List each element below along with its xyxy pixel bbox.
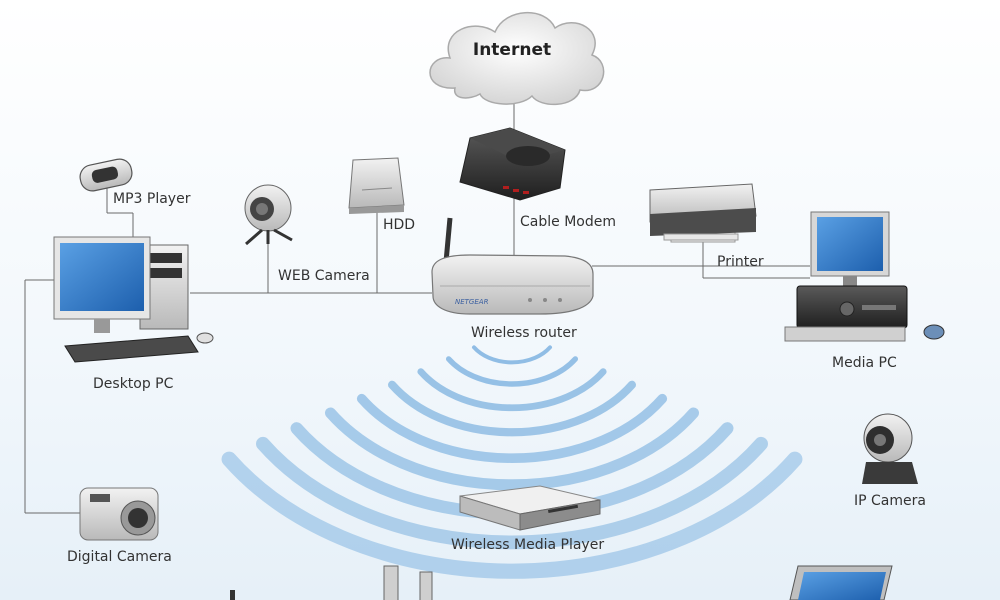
ip-camera-icon <box>862 413 918 484</box>
web-camera-label: WEB Camera <box>278 268 370 284</box>
media-pc-label: Media PC <box>832 355 897 371</box>
wave-arc <box>445 356 579 387</box>
media-pc-icon <box>784 211 945 342</box>
wireless-media-player-icon <box>459 485 601 531</box>
connection-lines <box>24 98 810 514</box>
desktop-pc-label: Desktop PC <box>93 376 174 392</box>
wireless-media-player-label: Wireless Media Player <box>451 537 605 553</box>
wave-arc <box>417 368 607 412</box>
wave-arc <box>256 436 768 550</box>
printer-icon <box>649 183 757 243</box>
wave-arc <box>388 380 636 437</box>
bottom-partial-devices <box>230 565 893 600</box>
desktop-pc-icon <box>53 236 214 363</box>
hdd-label: HDD <box>383 217 416 233</box>
web-camera-icon <box>244 184 293 246</box>
cable-modem-icon <box>459 127 566 201</box>
wave-arc <box>324 407 700 491</box>
mp3-player-label: MP3 Player <box>113 191 191 207</box>
wave-arc <box>221 451 803 579</box>
wave-arc <box>356 393 668 463</box>
digital-camera-icon <box>79 487 159 541</box>
ip-camera-label: IP Camera <box>854 493 926 509</box>
wireless-router-label: Wireless router <box>471 325 577 341</box>
cable-modem-label: Cable Modem <box>520 214 616 230</box>
printer-label: Printer <box>717 254 764 270</box>
digital-camera-label: Digital Camera <box>67 549 172 565</box>
router-brand-text: NETGEAR <box>455 298 489 306</box>
wave-arc <box>472 345 552 365</box>
internet-label: Internet <box>473 40 551 60</box>
internet-cloud-icon <box>429 12 605 106</box>
wireless-router-icon: NETGEAR <box>431 217 594 315</box>
mp3-player-icon <box>79 158 133 192</box>
hdd-icon <box>348 157 405 214</box>
